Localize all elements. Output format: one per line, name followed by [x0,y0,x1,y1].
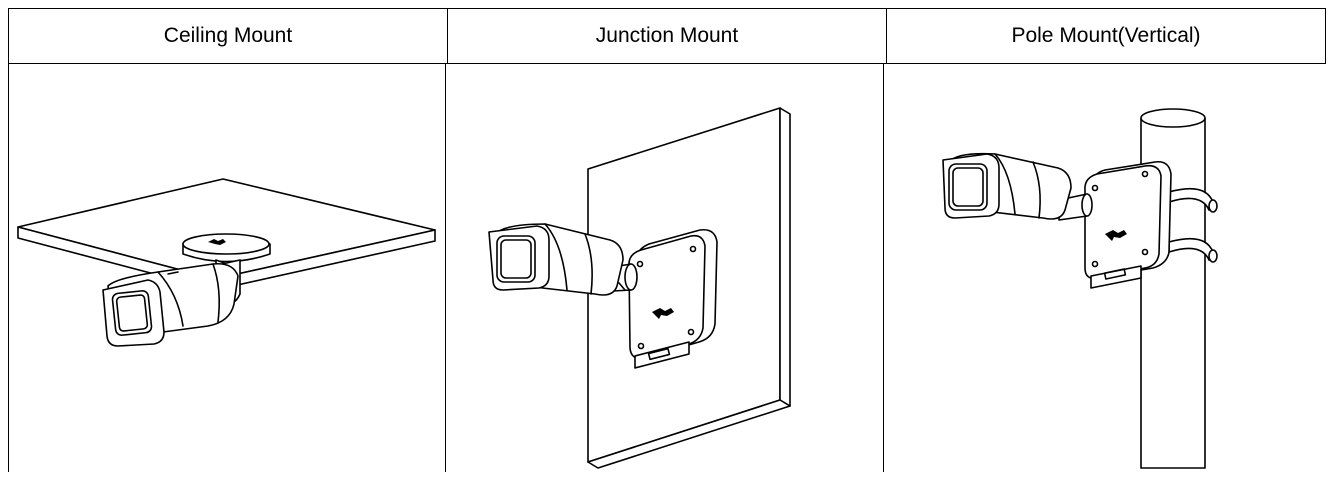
table-header-row: Ceiling Mount Junction Mount Pole Mount(… [8,8,1326,64]
header-junction-mount: Junction Mount [447,9,886,63]
header-pole-mount-vertical: Pole Mount(Vertical) [886,9,1325,63]
junction-mount-illustration [488,107,791,469]
table-grid-lines [8,64,884,472]
pole-mount-illustration [942,108,1218,469]
header-ceiling-mount: Ceiling Mount [163,24,293,47]
ceiling-mount-illustration [17,178,436,347]
